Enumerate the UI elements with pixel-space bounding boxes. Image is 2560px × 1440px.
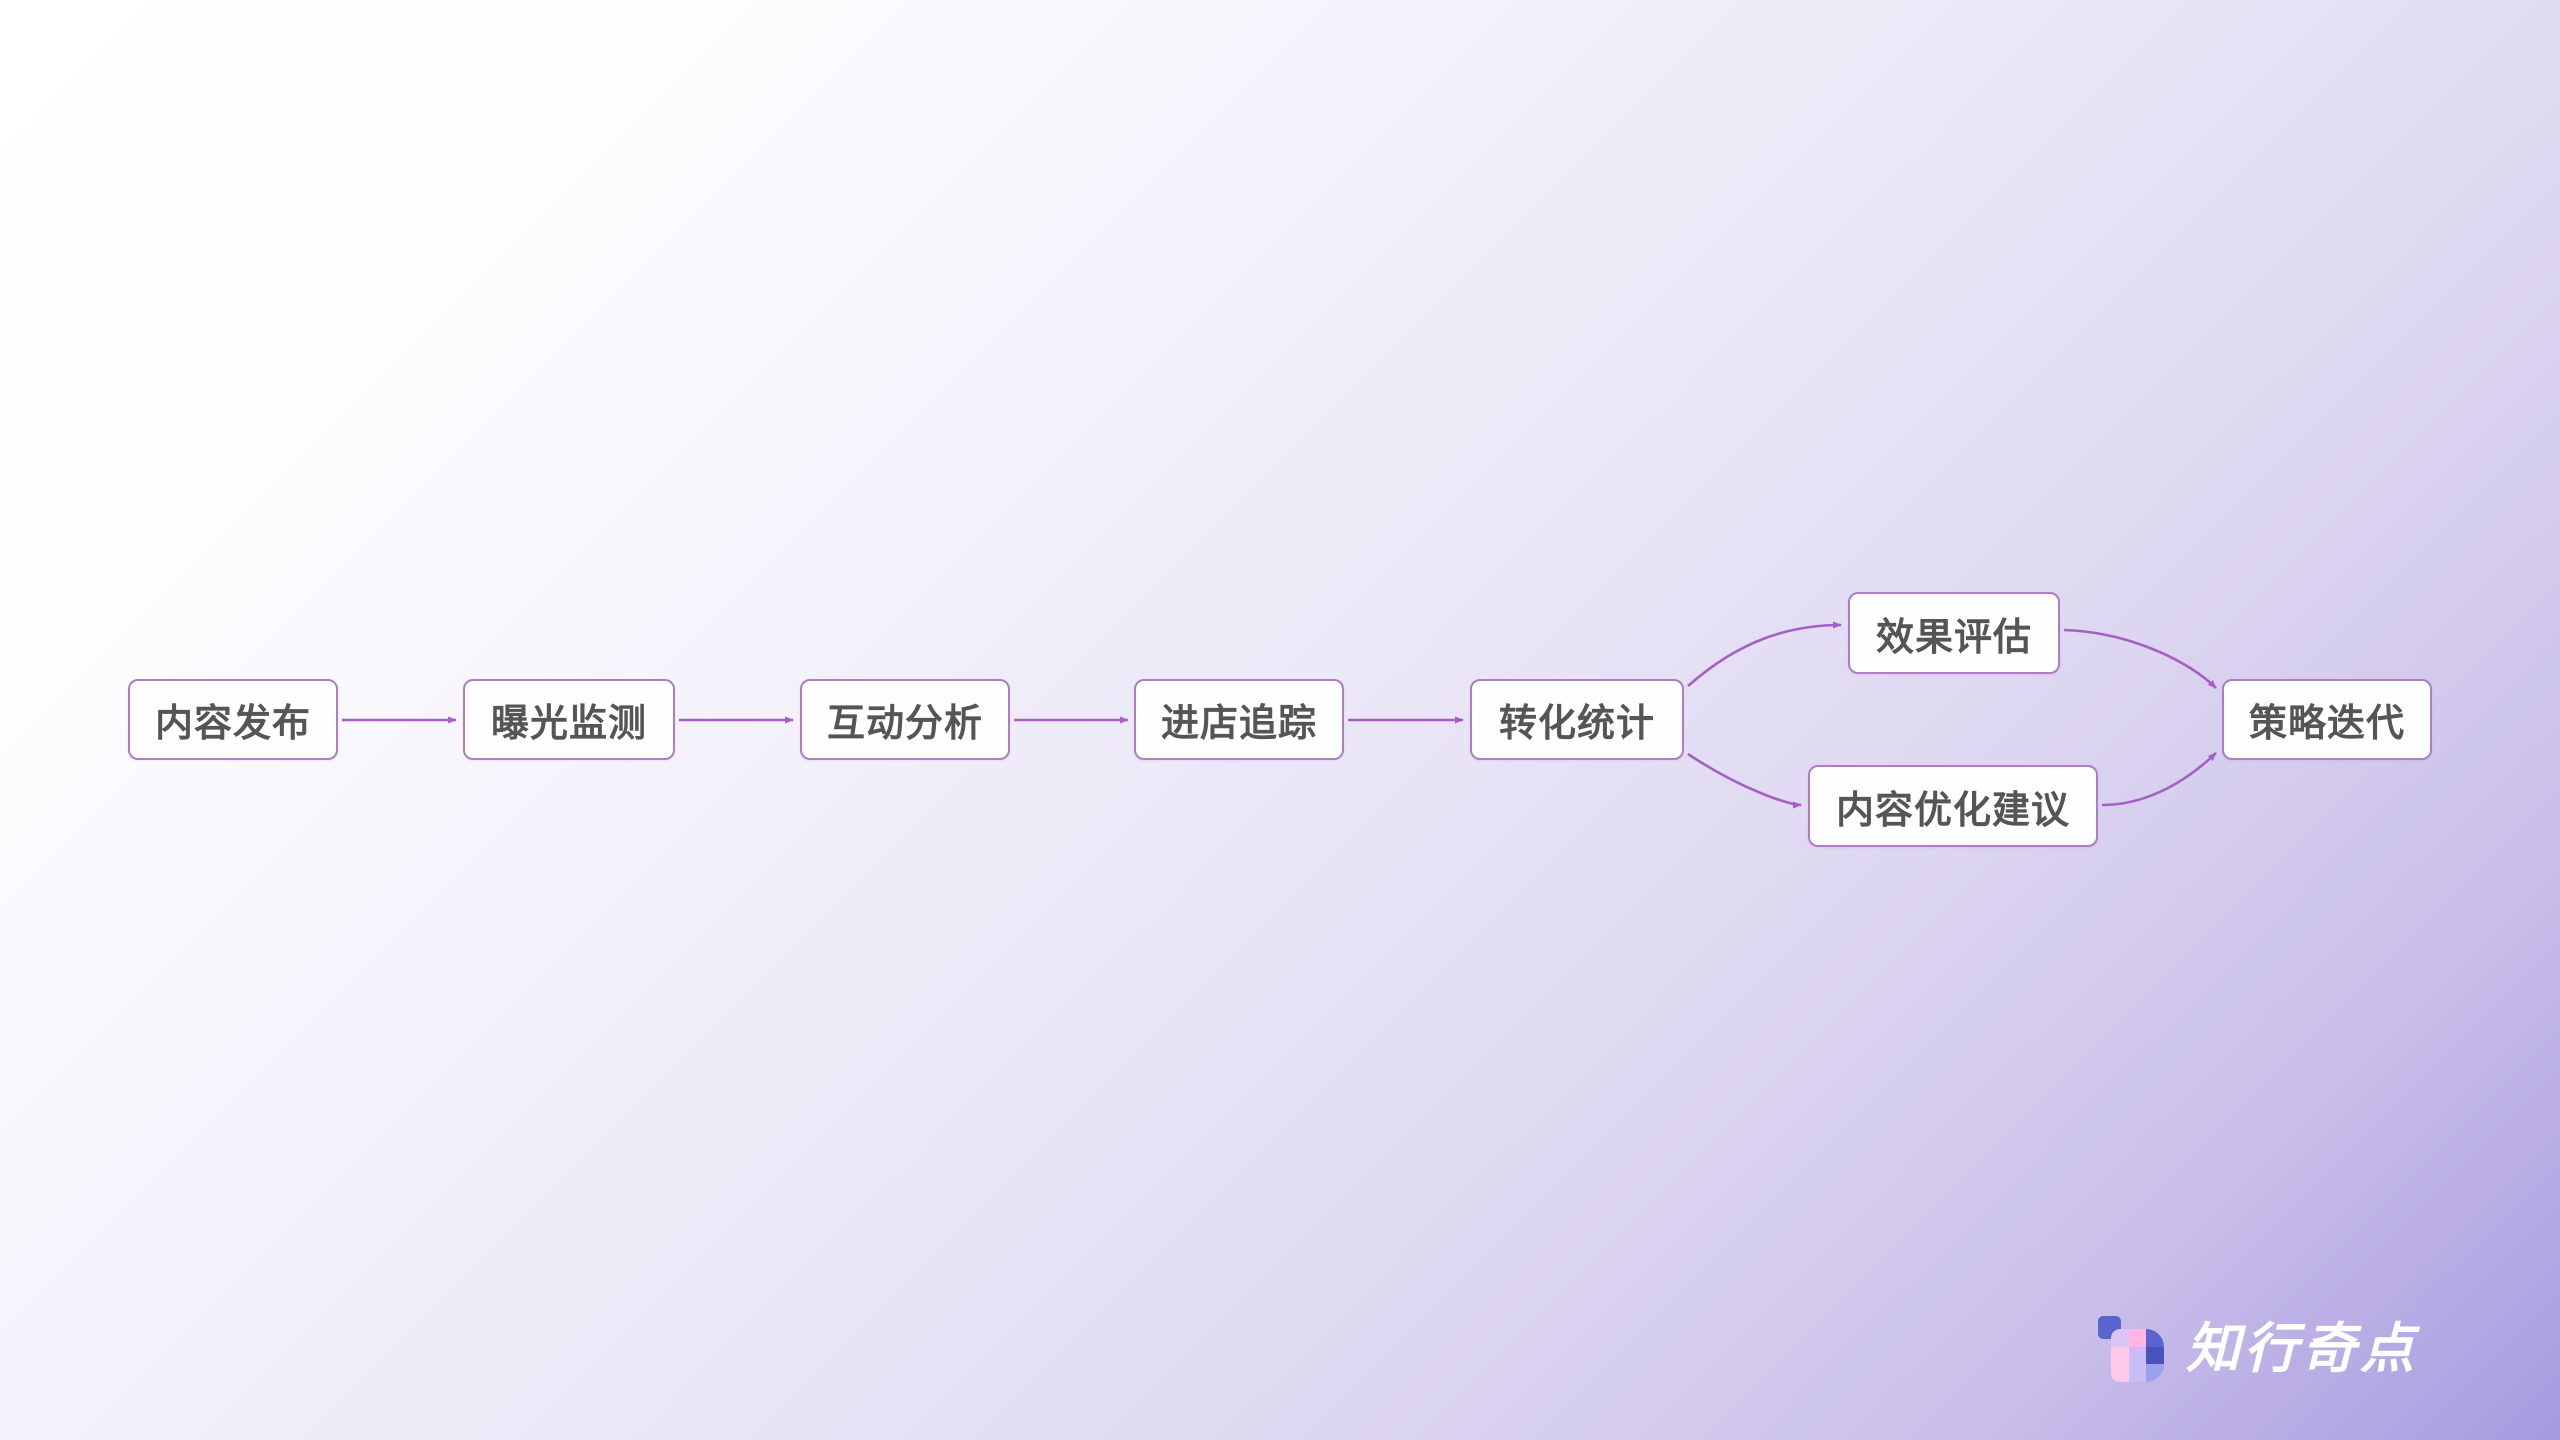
node-exposure-monitor[interactable]: 曝光监测	[463, 679, 675, 760]
logo-cell	[2146, 1346, 2164, 1365]
logo-cell	[2128, 1346, 2147, 1365]
node-label: 进店追踪	[1160, 703, 1317, 745]
edge-n5-n6	[1687, 621, 1842, 687]
edge-n5-n7	[1687, 752, 1802, 809]
logo-cell	[2146, 1364, 2164, 1382]
logo-cell	[2111, 1329, 2129, 1347]
node-effect-evaluation[interactable]: 效果评估	[1848, 592, 2060, 674]
node-label: 曝光监测	[490, 703, 647, 745]
node-store-visit-tracking[interactable]: 进店追踪	[1134, 679, 1344, 760]
node-content-optimization-advice[interactable]: 内容优化建议	[1808, 765, 2098, 847]
logo-cell	[2128, 1364, 2147, 1382]
logo-checker-grid	[2111, 1329, 2164, 1382]
node-conversion-statistics[interactable]: 转化统计	[1470, 679, 1684, 760]
node-strategy-iteration[interactable]: 策略迭代	[2222, 679, 2432, 760]
node-content-publish[interactable]: 内容发布	[128, 679, 338, 760]
node-label: 效果评估	[1875, 616, 2032, 659]
brand-watermark: 知行奇点	[2098, 1316, 2418, 1382]
node-label: 内容发布	[154, 703, 311, 745]
brand-logo-icon	[2098, 1316, 2164, 1382]
logo-cell	[2111, 1364, 2129, 1382]
edge-n6-n8	[2063, 628, 2217, 689]
logo-cell	[2128, 1329, 2147, 1347]
node-label: 互动分析	[826, 703, 983, 745]
node-interaction-analysis[interactable]: 互动分析	[800, 679, 1010, 760]
node-label: 策略迭代	[2248, 703, 2405, 745]
logo-cell	[2111, 1346, 2129, 1365]
logo-cell	[2146, 1329, 2164, 1347]
node-label: 内容优化建议	[1835, 789, 2070, 832]
edge-n7-n8	[2101, 752, 2217, 807]
brand-name: 知行奇点	[2186, 1319, 2418, 1379]
node-label: 转化统计	[1498, 703, 1655, 745]
